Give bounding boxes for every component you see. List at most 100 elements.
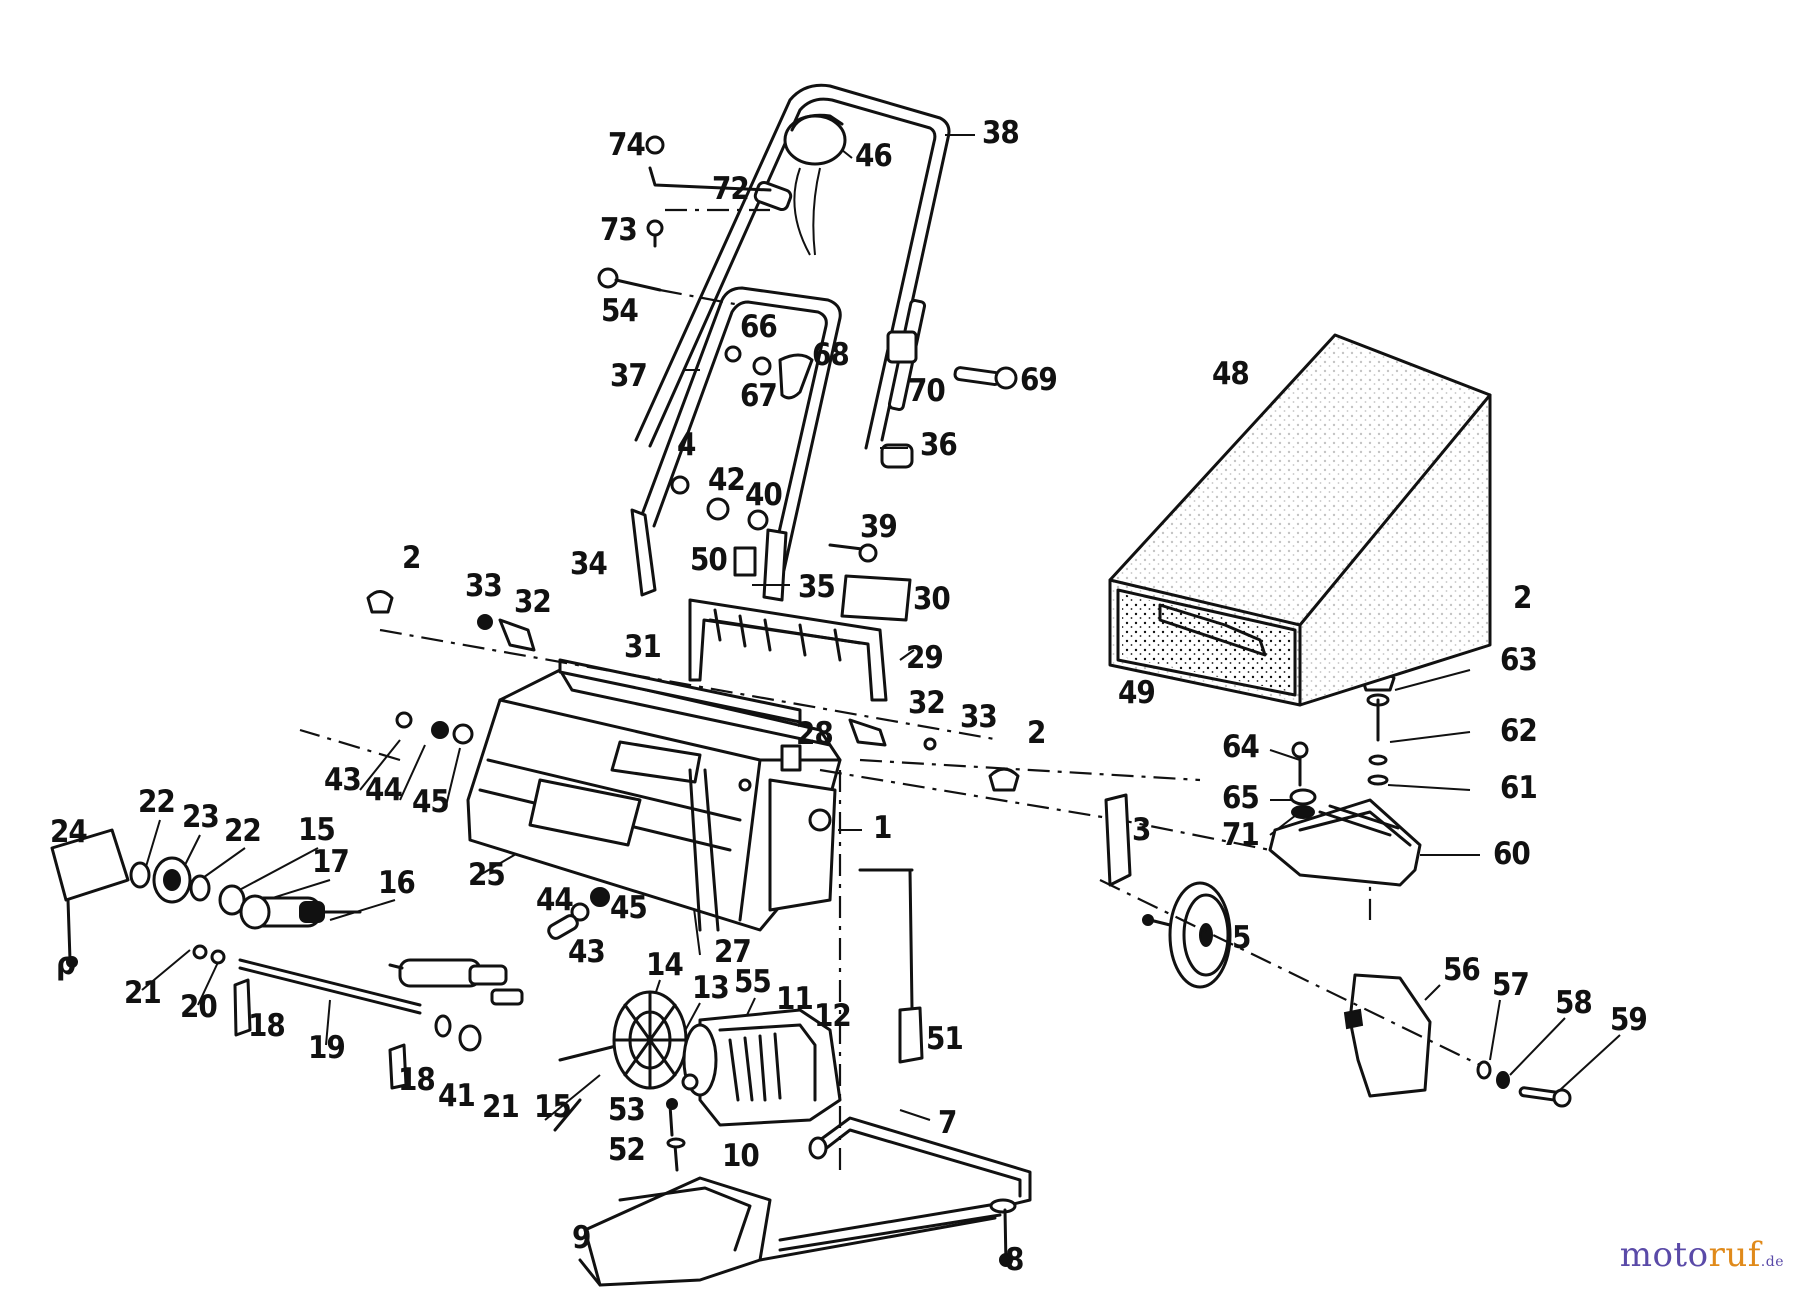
callout-c67: 67 bbox=[740, 378, 777, 414]
callout-c21a: 21 bbox=[124, 975, 161, 1011]
callout-c57: 57 bbox=[1492, 967, 1529, 1003]
callout-c66: 66 bbox=[740, 309, 777, 345]
callout-c32b: 32 bbox=[908, 685, 945, 721]
callout-c43b: 43 bbox=[568, 934, 605, 970]
callout-c65: 65 bbox=[1222, 780, 1259, 816]
callout-c30: 30 bbox=[913, 581, 950, 617]
callout-c36: 36 bbox=[920, 427, 957, 463]
callout-c32a: 32 bbox=[514, 584, 551, 620]
callout-c54: 54 bbox=[601, 293, 638, 329]
callout-c42: 42 bbox=[708, 462, 745, 498]
callout-c10: 10 bbox=[722, 1138, 759, 1174]
callout-c59: 59 bbox=[1610, 1002, 1647, 1038]
axle-bar bbox=[299, 628, 1372, 920]
callout-c24: 24 bbox=[50, 814, 87, 850]
callout-c50: 50 bbox=[690, 542, 727, 578]
callout-c35: 35 bbox=[798, 569, 835, 605]
watermark-part-c: .de bbox=[1760, 1254, 1784, 1270]
wheel bbox=[1142, 881, 1232, 989]
callout-c9: 9 bbox=[572, 1220, 590, 1256]
callout-c28: 28 bbox=[796, 716, 833, 752]
callout-c44a: 44 bbox=[365, 772, 402, 808]
callout-c15a: 15 bbox=[298, 812, 335, 848]
callout-c23: 23 bbox=[182, 799, 219, 835]
callout-c21b: 21 bbox=[482, 1089, 519, 1125]
callout-c61: 61 bbox=[1500, 770, 1537, 806]
callout-c71: 71 bbox=[1222, 817, 1259, 853]
callout-c29: 29 bbox=[906, 640, 943, 676]
watermark-part-b: ruf bbox=[1708, 1235, 1761, 1275]
callout-c17: 17 bbox=[312, 844, 349, 880]
callout-c22a: 22 bbox=[138, 784, 175, 820]
side-cover bbox=[1099, 879, 1572, 1108]
callout-c33b: 33 bbox=[960, 699, 997, 735]
blade-part bbox=[1104, 793, 1132, 887]
callout-c5: 5 bbox=[1232, 920, 1250, 956]
callout-c13: 13 bbox=[692, 970, 729, 1006]
callout-c18a: 18 bbox=[248, 1008, 285, 1044]
site-watermark: motoruf.de bbox=[1620, 1235, 1784, 1275]
callout-c16: 16 bbox=[378, 865, 415, 901]
callout-c38: 38 bbox=[982, 115, 1019, 151]
callout-c68: 68 bbox=[812, 337, 849, 373]
callout-c33a: 33 bbox=[465, 568, 502, 604]
callout-c1: 1 bbox=[873, 810, 891, 846]
callout-c2b: 2 bbox=[1513, 580, 1531, 616]
callout-c53: 53 bbox=[608, 1092, 645, 1128]
callout-c52: 52 bbox=[608, 1132, 645, 1168]
callout-c31: 31 bbox=[624, 629, 661, 665]
callout-c62: 62 bbox=[1500, 713, 1537, 749]
callout-c2a: 2 bbox=[402, 540, 420, 576]
grass-bag bbox=[1108, 333, 1492, 707]
callout-c37: 37 bbox=[610, 358, 647, 394]
roller-and-motor bbox=[612, 990, 842, 1172]
watermark-part-a: moto bbox=[1619, 1235, 1709, 1275]
callout-cp: ρ bbox=[56, 946, 75, 982]
callout-c40: 40 bbox=[745, 477, 782, 513]
callout-c20: 20 bbox=[180, 989, 217, 1025]
callout-c22b: 22 bbox=[224, 813, 261, 849]
callout-c55: 55 bbox=[734, 964, 771, 1000]
main-housing bbox=[466, 668, 842, 932]
callout-c18b: 18 bbox=[398, 1062, 435, 1098]
callout-c3: 3 bbox=[1132, 812, 1150, 848]
callout-c11: 11 bbox=[776, 981, 813, 1017]
callout-c74: 74 bbox=[608, 127, 645, 163]
callout-c39: 39 bbox=[860, 509, 897, 545]
callout-c12: 12 bbox=[814, 998, 851, 1034]
leader-lines bbox=[141, 134, 1621, 1121]
callout-c73: 73 bbox=[600, 212, 637, 248]
callout-c46: 46 bbox=[855, 138, 892, 174]
callout-c49: 49 bbox=[1118, 675, 1155, 711]
rear-flap bbox=[1268, 693, 1422, 887]
callout-c70: 70 bbox=[908, 373, 945, 409]
callout-c45b: 45 bbox=[610, 890, 647, 926]
lower-handle bbox=[638, 286, 1018, 574]
callout-c25: 25 bbox=[468, 857, 505, 893]
callout-c27: 27 bbox=[714, 934, 751, 970]
callout-c48: 48 bbox=[1212, 356, 1249, 392]
cord-clip bbox=[858, 868, 924, 1064]
handle-fasteners bbox=[597, 135, 912, 622]
callout-c43a: 43 bbox=[324, 762, 361, 798]
callout-c7: 7 bbox=[938, 1105, 956, 1141]
lower-frame bbox=[578, 770, 1032, 1287]
roller-shaft bbox=[50, 828, 622, 1132]
callout-c2c: 2 bbox=[1027, 715, 1045, 751]
callout-c15b: 15 bbox=[534, 1089, 571, 1125]
rear-bracket bbox=[688, 598, 888, 702]
callout-c4a: 4 bbox=[677, 427, 696, 463]
callout-c41: 41 bbox=[438, 1078, 475, 1114]
callout-c14: 14 bbox=[646, 947, 683, 983]
callout-c8: 8 bbox=[1005, 1242, 1023, 1278]
callout-c45a: 45 bbox=[412, 784, 449, 820]
callout-c19: 19 bbox=[308, 1030, 345, 1066]
callout-c56: 56 bbox=[1443, 952, 1480, 988]
callout-c34: 34 bbox=[570, 546, 607, 582]
callout-c69: 69 bbox=[1020, 362, 1057, 398]
callout-c51: 51 bbox=[926, 1021, 963, 1057]
callout-c63: 63 bbox=[1500, 642, 1537, 678]
callout-c72: 72 bbox=[712, 171, 749, 207]
